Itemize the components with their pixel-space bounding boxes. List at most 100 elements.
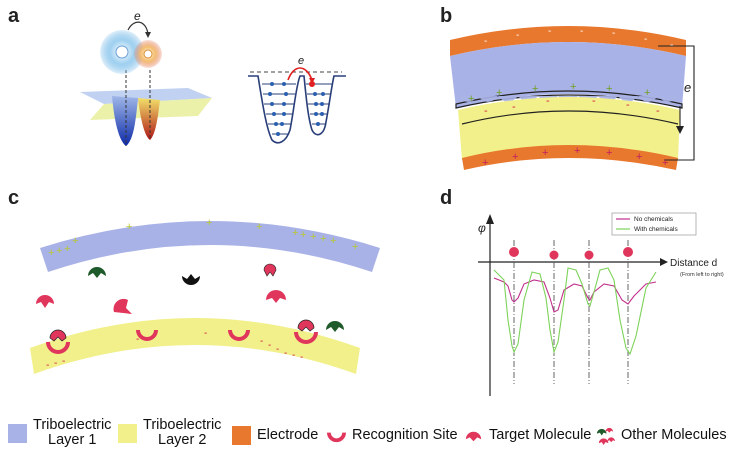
energy-wells-diagram [248,67,346,144]
series-with-chemicals [493,267,657,356]
svg-text:-: - [516,30,519,41]
svg-text:+: + [532,83,538,95]
svg-text:+: + [48,247,54,259]
layer2-swatch [118,423,137,443]
other-molecules-icon [596,427,615,445]
layer1-charges-c: +++ +++ +++ +++ + [48,217,358,259]
svg-text:+: + [570,81,576,93]
x-axis-sublabel: (From left to right) [680,272,724,278]
svg-text:+: + [56,245,62,257]
series-no-chemicals [493,277,657,313]
legend-with-chemicals: With chemicals [634,226,678,233]
svg-text:-: - [656,105,660,117]
other-molecule-icon [326,321,344,332]
panel-a-label: a [8,5,20,27]
svg-text:-: - [548,26,551,37]
svg-text:+: + [64,243,70,255]
svg-text:-: - [484,36,487,47]
svg-text:+: + [352,241,358,253]
svg-text:+: + [256,221,262,233]
atom-orbitals [100,21,162,74]
recognition-site-icon [327,432,346,443]
potential-chart: φ Distance d (From left to right) No che… [478,212,724,396]
svg-text:+: + [72,235,78,247]
layer2-charges-b: --- --- [484,95,660,117]
recognition-site-icon [46,341,70,354]
svg-text:+: + [644,87,650,99]
svg-text:-: - [260,336,263,347]
svg-text:+: + [468,93,474,105]
svg-text:-: - [670,40,673,51]
other-molecule-icon [88,267,106,278]
recognition-site-icon [623,247,633,257]
svg-text:-: - [580,26,583,37]
layer1-charges-b: + + + + + + [468,81,650,105]
svg-text:+: + [320,233,326,245]
legend-other: Other Molecules [596,426,727,445]
legend-recognition: Recognition Site [327,426,458,445]
svg-text:-: - [268,340,271,351]
svg-text:+: + [662,157,668,169]
recognition-site-icon [509,247,519,257]
legend-layer1: Triboelectric Layer 1 [8,418,111,448]
svg-text:+: + [496,87,502,99]
svg-text:+: + [574,145,580,157]
electrode-charges-bottom: + + + + + + + [482,145,668,169]
svg-text:-: - [204,328,207,339]
svg-text:+: + [292,227,298,239]
layer2-charges-c: --- -- --- --- [46,328,303,371]
svg-text:+: + [310,231,316,243]
panel-b-label: b [440,5,452,27]
layer2-arc-c [30,318,360,374]
x-axis-label: Distance d [670,258,717,269]
svg-text:+: + [300,229,306,241]
target-molecule-icon [465,431,482,442]
guide-markers [509,247,633,260]
y-axis-label: φ [478,221,486,235]
electron-label-b: e [684,80,691,95]
svg-text:+: + [126,221,132,233]
panel-c-label: c [8,187,19,209]
svg-text:+: + [636,151,642,163]
svg-text:+: + [482,157,488,169]
target-molecule-icon [36,295,54,308]
svg-text:-: - [512,101,516,113]
recognition-site-icon [228,329,250,341]
molecules-c [36,263,344,354]
figure-canvas: a e [8,5,724,396]
target-molecule-icon [113,298,132,314]
svg-text:-: - [484,105,488,117]
target-molecule-icon [584,250,594,260]
legend-electrode: Electrode [232,426,318,445]
svg-text:-: - [612,28,615,39]
other-molecule-icon [182,274,200,285]
layer1-arc-c [40,221,380,272]
panel-d-label: d [440,187,452,209]
target-molecule-icon [266,290,286,303]
electron-label-a2: e [298,55,304,67]
legend-layer2: Triboelectric Layer 2 [118,418,221,448]
svg-text:+: + [330,235,336,247]
svg-text:-: - [276,344,279,355]
svg-text:-: - [284,348,287,359]
svg-text:-: - [46,360,49,371]
svg-text:+: + [606,83,612,95]
electrode-charges-top: --- ---- [484,26,673,51]
legend-no-chemicals: No chemicals [634,216,674,223]
svg-text:-: - [292,350,295,361]
chart-legend: No chemicals With chemicals [611,212,697,236]
svg-text:+: + [542,147,548,159]
svg-text:-: - [592,95,596,107]
recognition-site-icon [136,329,158,341]
potential-surface-3d [80,70,212,146]
electron-label-a1: e [134,9,141,23]
svg-text:-: - [546,95,550,107]
layered-arc-b [450,26,695,170]
svg-text:-: - [136,334,139,345]
svg-text:+: + [512,151,518,163]
svg-text:-: - [54,358,57,369]
svg-text:-: - [626,99,630,111]
target-molecule-icon [263,263,277,277]
recognition-site-icon [294,331,318,344]
svg-text:+: + [606,147,612,159]
